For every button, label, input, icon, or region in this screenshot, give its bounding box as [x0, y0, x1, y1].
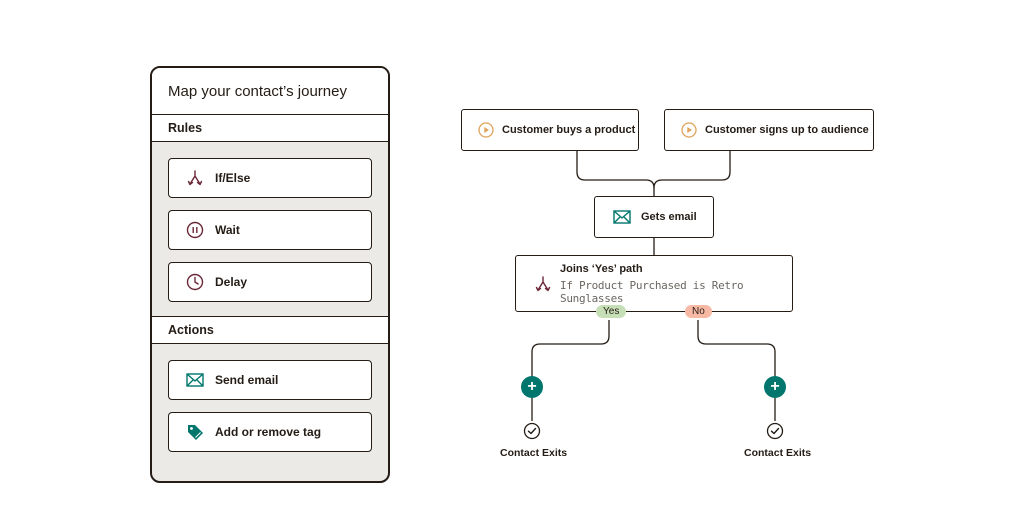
envelope-icon [613, 210, 631, 224]
action-label: Add or remove tag [215, 425, 322, 439]
trigger-node-purchase[interactable]: Customer buys a product [461, 109, 639, 151]
envelope-icon [185, 370, 205, 390]
trigger-label: Customer signs up to audience [705, 124, 869, 136]
rules-header: Rules [152, 115, 388, 142]
tag-icon [185, 422, 205, 442]
exit-label-no: Contact Exits [744, 447, 812, 459]
add-step-button-no[interactable]: + [764, 376, 786, 398]
rule-if-else[interactable]: If/Else [168, 158, 372, 198]
panel-title: Map your contact’s journey [152, 68, 388, 115]
condition-subtitle: If Product Purchased is Retro Sunglasses [560, 278, 744, 305]
clock-icon [185, 272, 205, 292]
yes-pill: Yes [596, 305, 627, 318]
action-tag[interactable]: Add or remove tag [168, 412, 372, 452]
play-icon [681, 122, 697, 138]
trigger-node-signup[interactable]: Customer signs up to audience [664, 109, 874, 151]
condition-node[interactable]: Joins ‘Yes’ path If Product Purchased is… [515, 255, 793, 312]
rule-label: Delay [215, 275, 248, 289]
rule-label: If/Else [215, 171, 251, 185]
pause-icon [185, 220, 205, 240]
add-step-button-yes[interactable]: + [521, 376, 543, 398]
email-step-label: Gets email [641, 211, 697, 223]
actions-header: Actions [152, 316, 388, 344]
check-circle-icon [766, 422, 784, 440]
play-icon [478, 122, 494, 138]
action-label: Send email [215, 373, 279, 387]
check-circle-icon [523, 422, 541, 440]
trigger-label: Customer buys a product [502, 124, 636, 136]
condition-title: Joins ‘Yes’ path [560, 262, 643, 275]
no-pill: No [685, 305, 712, 318]
rule-label: Wait [215, 223, 240, 237]
email-step-node[interactable]: Gets email [594, 196, 714, 238]
rule-delay[interactable]: Delay [168, 262, 372, 302]
rules-list: If/Else Wait Delay [152, 142, 388, 316]
exit-label-yes: Contact Exits [500, 447, 568, 459]
condition-text: Joins ‘Yes’ path If Product Purchased is… [560, 263, 792, 305]
actions-list: Send email Add or remove tag [152, 344, 388, 466]
journey-panel: Map your contact’s journey Rules If/Else [150, 66, 390, 483]
action-send-email[interactable]: Send email [168, 360, 372, 400]
rule-wait[interactable]: Wait [168, 210, 372, 250]
split-icon [185, 168, 205, 188]
split-icon [534, 275, 552, 293]
